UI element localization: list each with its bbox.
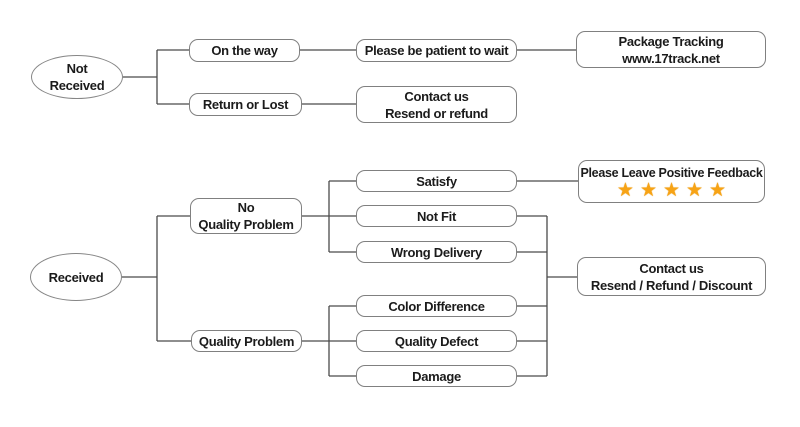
node-no-quality-problem: No Quality Problem bbox=[190, 198, 302, 234]
node-received: Received bbox=[30, 253, 122, 301]
node-contact-us-resend-refund-discount: Contact us Resend / Refund / Discount bbox=[577, 257, 766, 296]
node-not-fit: Not Fit bbox=[356, 205, 517, 227]
node-quality-defect: Quality Defect bbox=[356, 330, 517, 352]
node-return-or-lost: Return or Lost bbox=[189, 93, 302, 116]
node-positive-feedback: Please Leave Positive Feedback ★★★★★ bbox=[578, 160, 765, 203]
positive-feedback-label: Please Leave Positive Feedback bbox=[580, 165, 763, 180]
node-quality-problem: Quality Problem bbox=[191, 330, 302, 352]
node-contact-us-resend-refund: Contact us Resend or refund bbox=[356, 86, 517, 123]
received-branch-lines bbox=[122, 180, 578, 377]
node-please-be-patient: Please be patient to wait bbox=[356, 39, 517, 62]
node-wrong-delivery: Wrong Delivery bbox=[356, 241, 517, 263]
node-damage: Damage bbox=[356, 365, 517, 387]
node-not-received: Not Received bbox=[31, 55, 123, 99]
node-package-tracking: Package Tracking www.17track.net bbox=[576, 31, 766, 68]
node-color-difference: Color Difference bbox=[356, 295, 517, 317]
not-received-branch-lines bbox=[123, 49, 576, 105]
node-satisfy: Satisfy bbox=[356, 170, 517, 192]
node-on-the-way: On the way bbox=[189, 39, 300, 62]
five-star-rating-icon: ★★★★★ bbox=[616, 179, 733, 201]
